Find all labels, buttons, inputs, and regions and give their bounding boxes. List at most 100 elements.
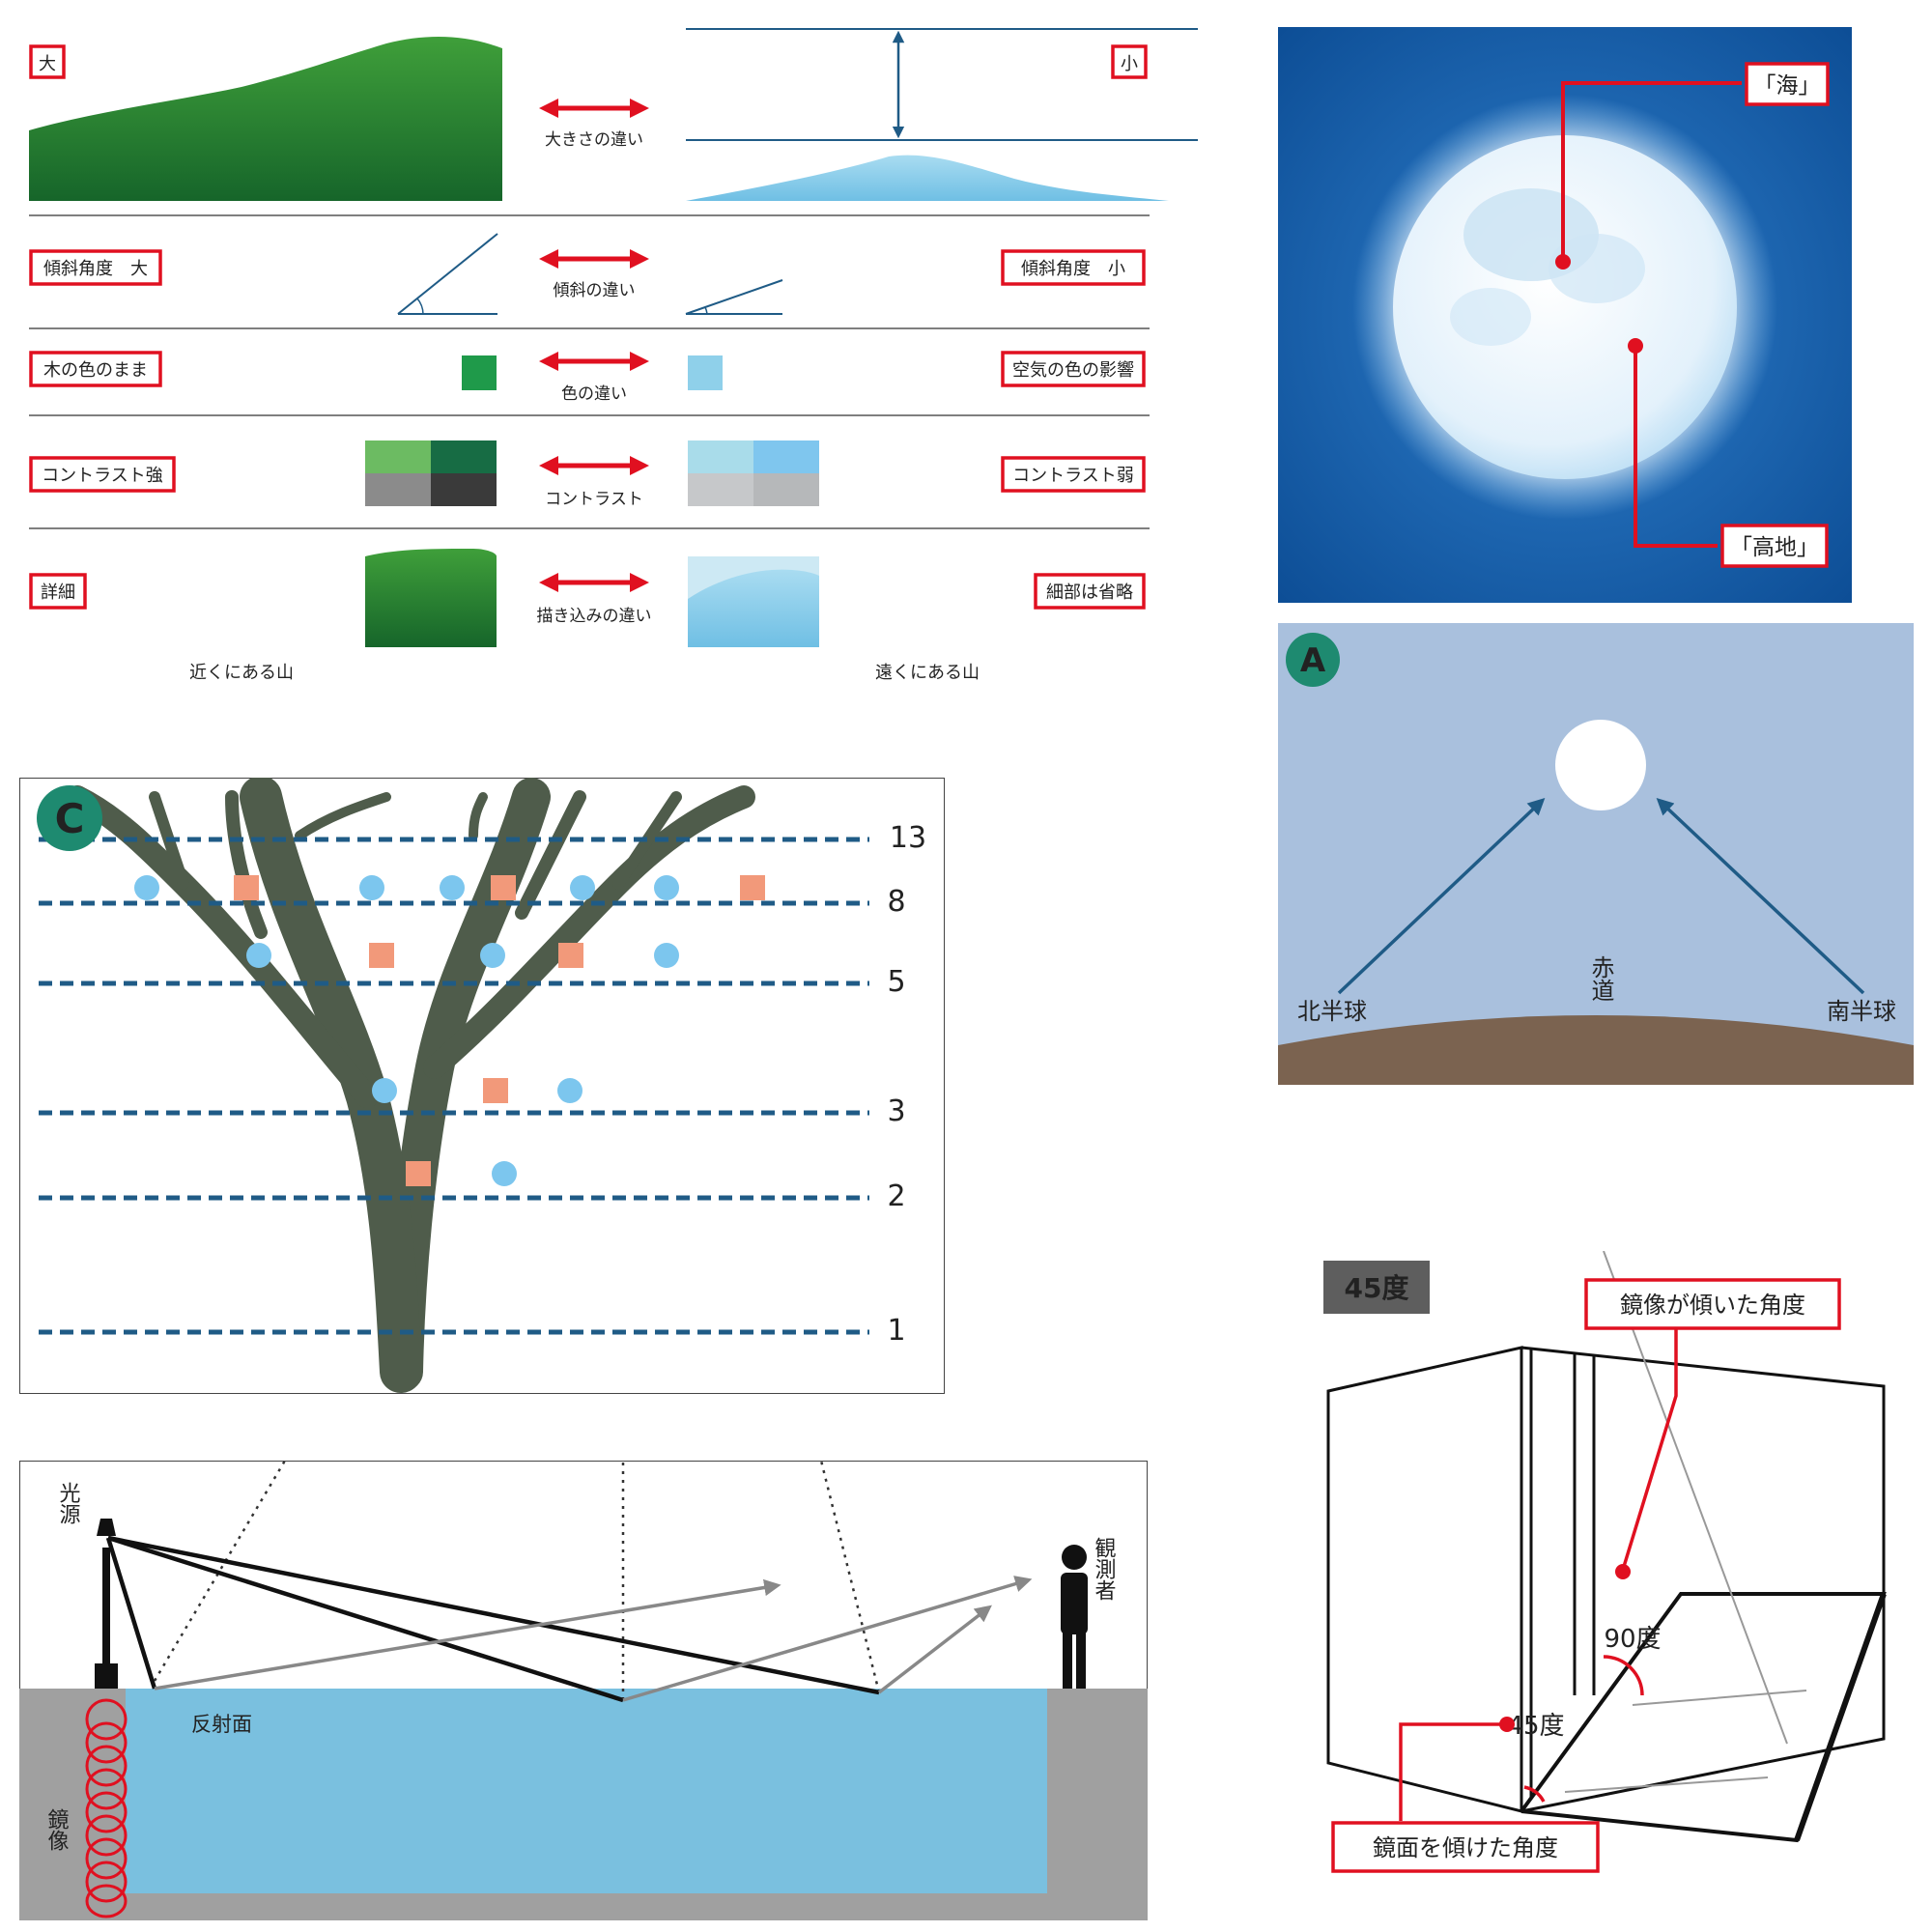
level-labels: 13 8 5 3 2 1 xyxy=(887,821,926,1348)
equator-label: 赤道 xyxy=(1587,955,1614,1002)
node-circle xyxy=(359,875,384,900)
node-square xyxy=(740,875,765,900)
ground xyxy=(1278,1015,1914,1085)
mirror-box xyxy=(1326,1251,1887,1843)
near-color-swatch xyxy=(462,355,497,390)
row3-right-box xyxy=(1001,351,1146,387)
observer-figure xyxy=(1061,1545,1088,1689)
contrast-swatch xyxy=(688,440,753,473)
row2-left-label: 傾斜角度 大 xyxy=(43,259,148,279)
node-square xyxy=(558,943,583,968)
tree-panel: C 13 8 5 3 2 1 xyxy=(19,778,945,1394)
row3-left-label: 木の色のまま xyxy=(43,360,148,381)
row3-right-label: 空気の色の影響 xyxy=(1012,360,1134,381)
angle-90-arc xyxy=(1603,1655,1644,1696)
mirror-angle-box xyxy=(1331,1821,1600,1873)
north-label: 北半球 xyxy=(1297,998,1367,1025)
image-angle-leader xyxy=(1621,1314,1678,1571)
gentle-angle-arc xyxy=(704,306,708,315)
angle-90-label: 90度 xyxy=(1604,1625,1661,1654)
level-label: 3 xyxy=(887,1094,905,1128)
image-angle-label: 鏡像が傾いた角度 xyxy=(1620,1292,1805,1319)
node-circle xyxy=(440,875,465,900)
row1-right-box xyxy=(1111,44,1148,79)
near-mountain xyxy=(29,37,502,202)
row2-middle-label: 傾斜の違い xyxy=(554,281,636,300)
angle-45-label: 45度 xyxy=(1507,1712,1564,1741)
row1-left-label: 大 xyxy=(39,54,56,74)
node-circle xyxy=(557,1078,582,1103)
incident-rays xyxy=(105,1535,880,1703)
node-square xyxy=(369,943,394,968)
north-arrow xyxy=(1337,797,1546,995)
highland-label: 「高地」 xyxy=(1730,535,1819,560)
sea-leader-line xyxy=(1561,81,1742,262)
gentle-slope-line xyxy=(685,279,783,315)
contrast-swatch xyxy=(365,473,431,506)
node-circle xyxy=(480,943,505,968)
south-label: 南半球 xyxy=(1827,998,1896,1025)
far-mountain xyxy=(686,155,1169,201)
row4-left-box xyxy=(29,456,176,493)
far-color-swatch xyxy=(688,355,723,390)
sea-marker xyxy=(1555,254,1571,270)
sun xyxy=(1555,720,1646,810)
node-square xyxy=(406,1161,431,1186)
water-waves xyxy=(126,1673,1047,1689)
contrast-swatch xyxy=(688,473,753,506)
steep-slope-line xyxy=(397,233,498,315)
far-caption: 遠くにある山 xyxy=(875,663,980,683)
node-circle xyxy=(134,875,159,900)
badge-label: 45度 xyxy=(1345,1272,1409,1304)
image-angle-marker xyxy=(1615,1564,1631,1579)
reflection-panel: 光源 観測者 反射面 鏡像 xyxy=(19,1461,1148,1920)
badge-box xyxy=(1323,1261,1430,1314)
row4-right-label: コントラスト弱 xyxy=(1012,466,1134,486)
observer-label: 観測者 xyxy=(1092,1537,1117,1601)
near-caption: 近くにある山 xyxy=(189,663,294,683)
moon-mare xyxy=(1548,234,1645,303)
row2-right-label: 傾斜角度 小 xyxy=(1021,259,1125,279)
water xyxy=(126,1689,1047,1893)
row4-middle-label: コントラスト xyxy=(545,490,643,509)
sea-label-box xyxy=(1745,62,1830,106)
node-square xyxy=(483,1078,508,1103)
surface-label: 反射面 xyxy=(191,1713,252,1736)
mirror-image-coils xyxy=(85,1698,128,1918)
street-lamp xyxy=(95,1519,118,1689)
branch-markers xyxy=(134,875,765,1186)
sky-background xyxy=(1278,623,1914,1085)
highland-leader-line xyxy=(1634,346,1718,548)
row5-middle-label: 描き込みの違い xyxy=(537,607,652,626)
badge-label: A xyxy=(1300,641,1326,680)
level-label: 2 xyxy=(887,1179,905,1213)
contrast-swatch xyxy=(365,440,431,473)
sea-label: 「海」 xyxy=(1754,73,1821,99)
badge-circle xyxy=(1286,633,1340,687)
node-circle xyxy=(570,875,595,900)
reflected-rays xyxy=(154,1576,1033,1702)
badge-label: C xyxy=(55,795,85,842)
highland-marker xyxy=(1628,338,1643,354)
node-circle xyxy=(654,943,679,968)
node-circle xyxy=(492,1161,517,1186)
row3-middle-label: 色の違い xyxy=(561,384,627,404)
row2-right-box xyxy=(1001,249,1146,286)
contrast-swatch xyxy=(753,440,819,473)
row3-left-box xyxy=(29,351,162,387)
level-label: 13 xyxy=(890,821,926,855)
node-square xyxy=(234,875,259,900)
node-circle xyxy=(372,1078,397,1103)
row5-left-box xyxy=(29,573,87,610)
mirror-angle-marker xyxy=(1499,1717,1515,1732)
level-label: 8 xyxy=(887,885,905,919)
mirror-angle-label: 鏡面を傾けた角度 xyxy=(1373,1834,1558,1861)
level-label: 1 xyxy=(887,1314,905,1348)
highland-label-box xyxy=(1720,524,1829,568)
mirror-angle-leader xyxy=(1399,1722,1507,1821)
row2-left-box xyxy=(29,249,162,286)
row5-right-box xyxy=(1034,573,1146,610)
moon-panel: 「海」 「高地」 xyxy=(1278,27,1852,603)
node-square xyxy=(491,875,516,900)
